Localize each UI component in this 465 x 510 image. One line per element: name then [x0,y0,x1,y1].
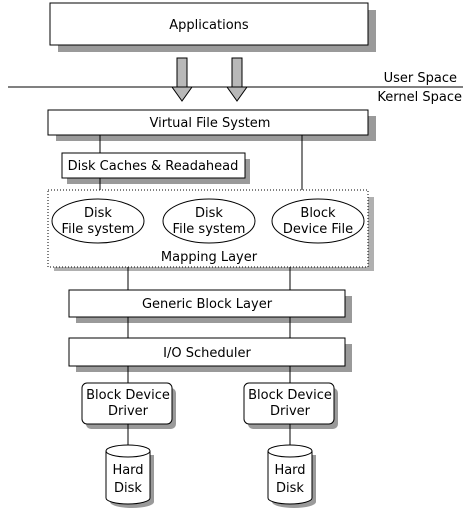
mapping-item-disk-fs-2: Disk File system [162,198,256,244]
down-arrow-icon [226,57,248,102]
mapping-layer: Disk File system Disk File system Block … [47,189,374,271]
disk-label-line2: Disk [276,481,304,496]
kernel-space-label: Kernel Space [377,90,462,105]
applications-node: Applications [49,2,376,52]
io-scheduler-node: I/O Scheduler [68,337,352,372]
disk-label-line1: Hard [112,463,143,478]
mapping-item-line2: File system [173,222,246,237]
driver-label-line1: Block Device [86,388,170,403]
caches-label: Disk Caches & Readahead [68,159,239,174]
driver-label-line2: Driver [108,404,149,419]
driver-node-1: Block Device Driver [81,382,176,429]
driver-node-2: Block Device Driver [243,382,338,429]
mapping-item-line1: Disk [84,206,112,221]
hard-disk-icon: Hard Disk [105,444,154,508]
caches-node: Disk Caches & Readahead [61,152,250,184]
io-scheduler-label: I/O Scheduler [163,346,251,361]
disk-label-line1: Hard [274,463,305,478]
vfs-node: Virtual File System [47,109,376,141]
mapping-item-line1: Disk [195,206,223,221]
syscall-arrows [171,57,248,102]
applications-label: Applications [169,18,249,33]
hard-disk-icon: Hard Disk [267,444,316,508]
mapping-item-block-device-file: Block Device File [271,198,365,244]
down-arrow-icon [171,57,193,102]
mapping-layer-label: Mapping Layer [161,250,258,265]
generic-block-layer-label: Generic Block Layer [142,297,273,312]
driver-label-line2: Driver [270,404,311,419]
mapping-item-line1: Block [300,206,336,221]
user-kernel-boundary: User Space Kernel Space [8,71,463,105]
disk-label-line2: Disk [114,481,142,496]
driver-label-line1: Block Device [248,388,332,403]
mapping-item-line2: File system [62,222,135,237]
vfs-label: Virtual File System [150,116,271,131]
generic-block-layer-node: Generic Block Layer [68,289,352,323]
user-space-label: User Space [384,71,457,86]
mapping-item-disk-fs-1: Disk File system [51,198,145,244]
mapping-item-line2: Device File [283,222,353,237]
